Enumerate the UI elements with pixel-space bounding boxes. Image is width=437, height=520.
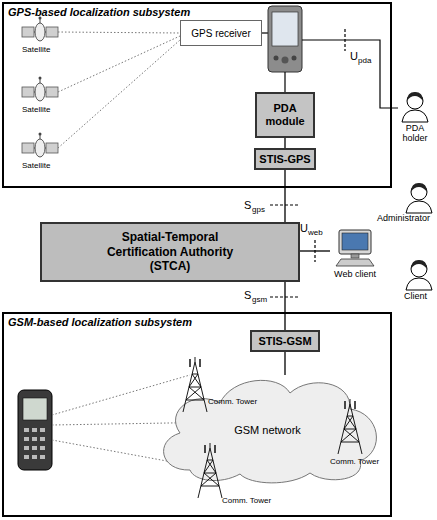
connector-line: [284, 138, 285, 148]
authority-box: Spatial-Temporal Certification Authority…: [40, 222, 300, 282]
holder-wire: [302, 40, 398, 108]
tower-label: Comm. Tower: [222, 497, 271, 506]
satellite-label: Satellite: [22, 162, 50, 171]
comm-tower: [338, 399, 362, 454]
node-text: GSM network: [234, 424, 301, 436]
client-icon: [406, 260, 432, 290]
service-box: STIS-GPS: [254, 148, 316, 170]
mobile-phone: [18, 390, 52, 470]
satellites: [22, 17, 58, 158]
receiver-wire: [262, 32, 268, 33]
node-text: GSM-based localization subsystem: [8, 316, 192, 328]
node-text: Spatial-Temporal Certification Authority…: [95, 230, 245, 273]
satellite-label: Satellite: [22, 46, 50, 55]
node-text: Web client: [324, 269, 386, 279]
actor-label: PDA holder: [395, 124, 435, 144]
actor-label: Client: [404, 292, 427, 302]
network-cloud: GSM network: [150, 375, 385, 485]
interface-subscript: gps: [252, 206, 265, 215]
administrator-icon: [406, 183, 432, 213]
pda-device: [268, 6, 302, 72]
interface-name: U: [350, 50, 358, 62]
interface-name: S: [244, 289, 251, 301]
interface-name: U: [300, 222, 308, 234]
monitor-icon: [330, 228, 380, 268]
satellite-label: Satellite: [22, 106, 50, 115]
connector-line: [284, 170, 285, 222]
node-text: GPS-based localization subsystem: [8, 6, 190, 18]
interface-name: S: [244, 199, 251, 211]
pda-wire: [284, 72, 285, 92]
connector-line: [284, 282, 285, 330]
subsystem-frame: GSM-based localization subsystemSTIS-GSM…: [2, 312, 392, 517]
interface-subscript: gsm: [252, 296, 267, 305]
node-text: GPS receiver: [191, 28, 250, 39]
web-client: Web client: [330, 228, 380, 282]
satellite-links: [58, 32, 180, 148]
module-box: PDA module: [255, 92, 315, 138]
pda-holder-icon: [402, 92, 428, 122]
connector-line: [284, 352, 285, 375]
connector-line: [300, 250, 330, 251]
node-text: STIS-GPS: [259, 153, 310, 166]
comm-tower: [198, 443, 222, 498]
interface-subscript: web: [308, 229, 323, 238]
comm-tower: [183, 357, 207, 412]
interface-subscript: pda: [358, 57, 371, 66]
tower-label: Comm. Tower: [208, 398, 257, 407]
node-text: STIS-GSM: [258, 335, 311, 348]
actor-label: Administrator: [377, 214, 430, 224]
subsystem-frame: GPS-based localization subsystemGPS rece…: [2, 2, 392, 188]
node-text: PDA module: [257, 102, 313, 127]
receiver-box: GPS receiver: [180, 20, 262, 46]
tower-label: Comm. Tower: [330, 458, 379, 467]
service-box: STIS-GSM: [250, 330, 320, 352]
